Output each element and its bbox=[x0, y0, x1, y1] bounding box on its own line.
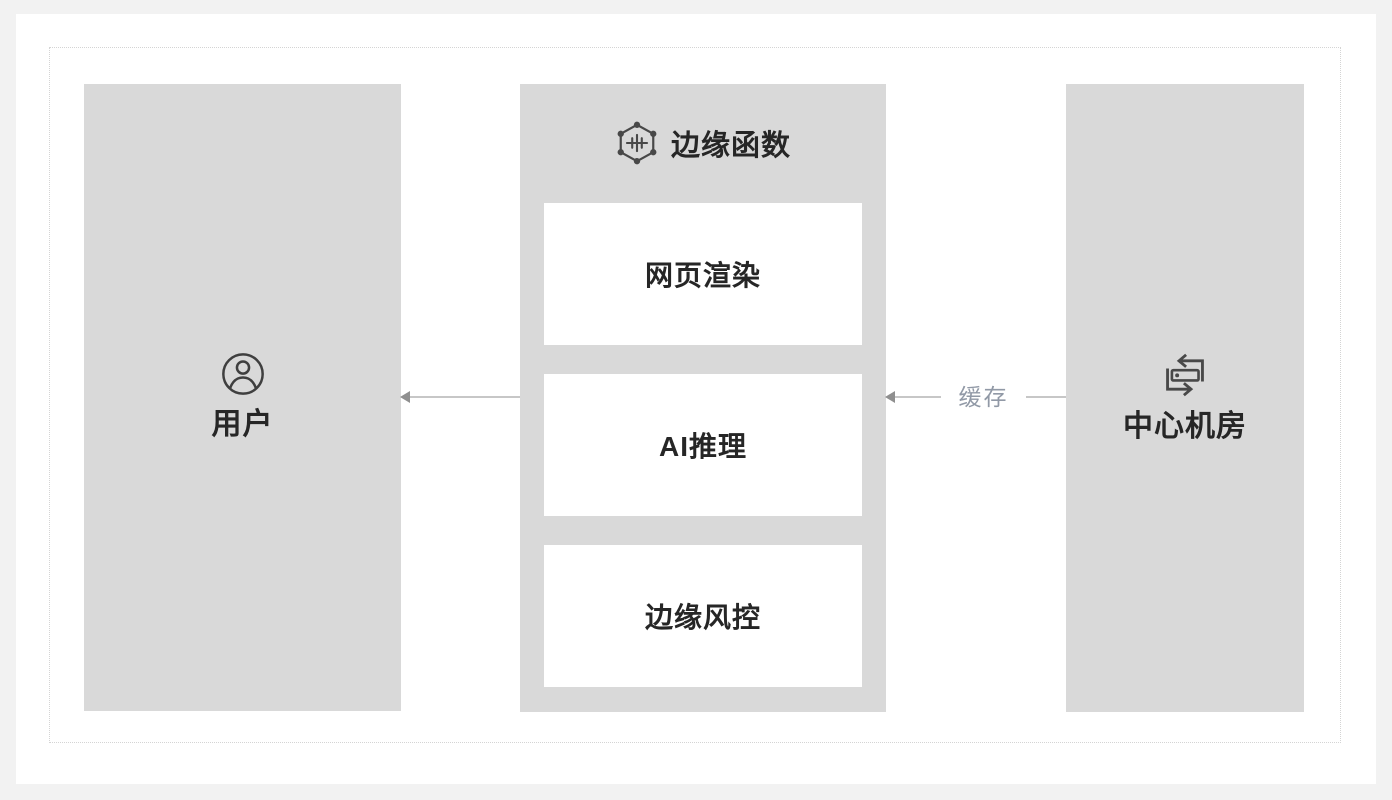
edge-box-title: 边缘函数 bbox=[670, 130, 791, 162]
central-datacenter-label: 中心机房 bbox=[1123, 409, 1247, 443]
edge-functions-box: 边缘函数 网页渲染 AI推理 边缘风控 bbox=[520, 84, 886, 712]
card-ai-inference-label: AI推理 bbox=[658, 431, 747, 462]
central-datacenter-box: 中心机房 bbox=[1066, 84, 1304, 712]
hexagon-voiceprint-icon bbox=[615, 121, 659, 165]
arrow-edge-to-user-line bbox=[408, 396, 520, 398]
card-edge-risk-control-label: 边缘风控 bbox=[644, 602, 761, 633]
user-box: 用户 bbox=[84, 84, 401, 711]
edge-box-header: 边缘函数 bbox=[615, 120, 791, 166]
card-edge-risk-control: 边缘风控 bbox=[544, 545, 862, 687]
arrow-edge-to-user-head bbox=[400, 391, 410, 403]
diagram-dotted-frame bbox=[49, 47, 1341, 743]
card-web-rendering-label: 网页渲染 bbox=[644, 260, 761, 291]
server-sync-icon bbox=[1161, 351, 1209, 399]
card-web-rendering: 网页渲染 bbox=[544, 203, 862, 345]
user-circle-icon bbox=[220, 351, 266, 397]
cache-arrow-label: 缓存 bbox=[941, 382, 1026, 412]
arrow-center-to-edge-head bbox=[885, 391, 895, 403]
page-canvas: 用户 边缘函数 网 bbox=[16, 14, 1376, 784]
card-ai-inference: AI推理 bbox=[544, 374, 862, 516]
user-box-label: 用户 bbox=[211, 408, 274, 441]
